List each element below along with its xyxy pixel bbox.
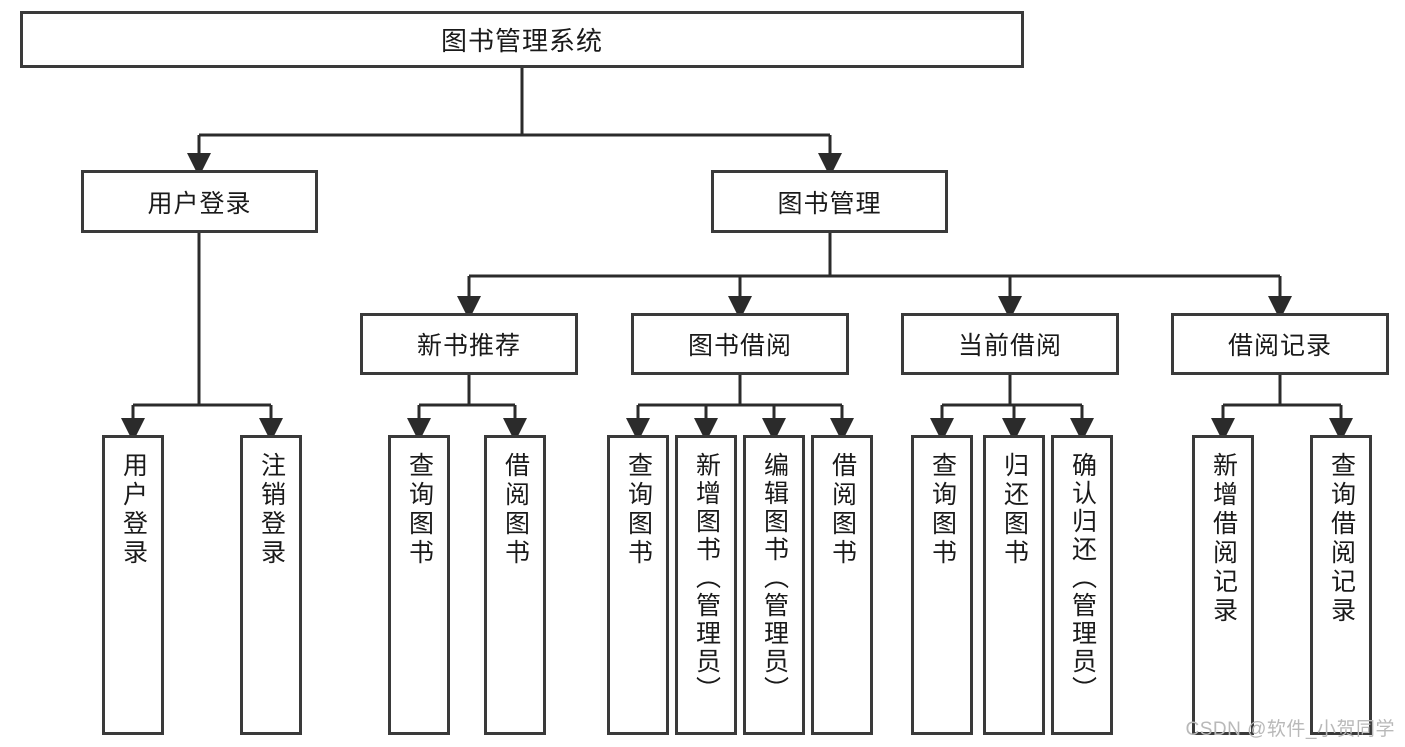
node-query-borrow-record[interactable]: 查询借阅记录 bbox=[1310, 435, 1372, 735]
node-label: 确认归还（管理员） bbox=[1068, 452, 1097, 704]
node-label: 查询借阅记录 bbox=[1327, 452, 1356, 626]
node-label: 编辑图书（管理员） bbox=[760, 452, 789, 704]
node-query-book-1[interactable]: 查询图书 bbox=[388, 435, 450, 735]
node-add-borrow-record[interactable]: 新增借阅记录 bbox=[1192, 435, 1254, 735]
node-root-system[interactable]: 图书管理系统 bbox=[20, 11, 1024, 68]
node-query-book-3[interactable]: 查询图书 bbox=[911, 435, 973, 735]
node-label: 借阅图书 bbox=[828, 452, 857, 568]
node-label: 查询图书 bbox=[928, 452, 957, 568]
node-login[interactable]: 用户登录 bbox=[102, 435, 164, 735]
node-label: 借阅图书 bbox=[501, 452, 530, 568]
node-book-borrow[interactable]: 图书借阅 bbox=[631, 313, 849, 375]
node-label: 用户登录 bbox=[119, 452, 148, 568]
node-return-book[interactable]: 归还图书 bbox=[983, 435, 1045, 735]
watermark-text: CSDN @软件_小贺同学 bbox=[1185, 719, 1395, 740]
node-label: 归还图书 bbox=[1000, 452, 1029, 568]
node-user-login[interactable]: 用户登录 bbox=[81, 170, 318, 233]
node-label: 查询图书 bbox=[624, 452, 653, 568]
node-current-borrow[interactable]: 当前借阅 bbox=[901, 313, 1119, 375]
node-edit-book-admin[interactable]: 编辑图书（管理员） bbox=[743, 435, 805, 735]
node-new-book-recommend[interactable]: 新书推荐 bbox=[360, 313, 578, 375]
node-label: 新增借阅记录 bbox=[1209, 452, 1238, 626]
node-borrow-book-1[interactable]: 借阅图书 bbox=[484, 435, 546, 735]
node-label: 查询图书 bbox=[405, 452, 434, 568]
node-borrow-book-2[interactable]: 借阅图书 bbox=[811, 435, 873, 735]
node-add-book-admin[interactable]: 新增图书（管理员） bbox=[675, 435, 737, 735]
node-label: 新增图书（管理员） bbox=[692, 452, 721, 704]
node-logout[interactable]: 注销登录 bbox=[240, 435, 302, 735]
node-label: 注销登录 bbox=[257, 452, 286, 568]
node-borrow-records[interactable]: 借阅记录 bbox=[1171, 313, 1389, 375]
node-book-management[interactable]: 图书管理 bbox=[711, 170, 948, 233]
node-confirm-return-admin[interactable]: 确认归还（管理员） bbox=[1051, 435, 1113, 735]
node-query-book-2[interactable]: 查询图书 bbox=[607, 435, 669, 735]
